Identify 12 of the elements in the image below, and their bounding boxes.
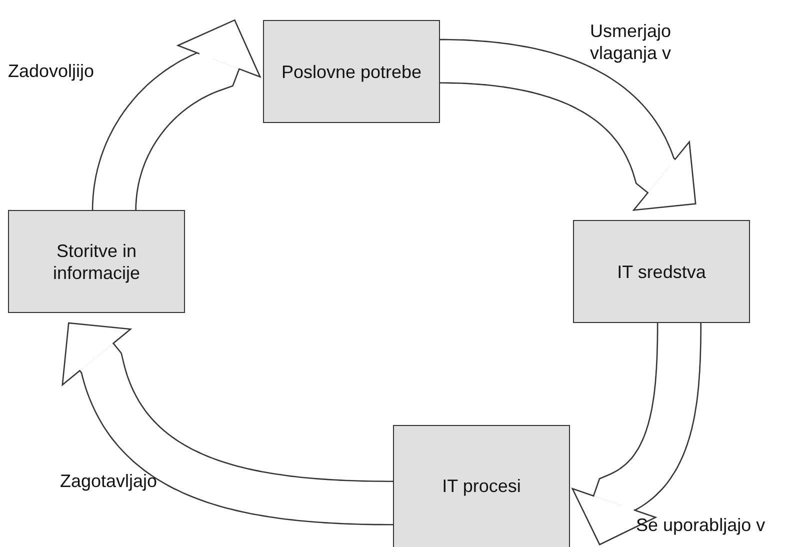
edge-label: Usmerjajo vlaganja v (590, 20, 672, 64)
process-box (8, 210, 185, 313)
box-label: Poslovne potrebe (280, 60, 423, 82)
edge-label: Zagotavljajo (60, 470, 158, 492)
process-box (573, 220, 750, 323)
box-label: IT sredstva (616, 260, 707, 282)
box-label: IT procesi (441, 475, 522, 497)
process-box (263, 20, 440, 123)
box-label: Storitve in informacije (52, 240, 142, 284)
edge-label: Se uporabljajo v (636, 514, 766, 536)
edge-label: Zadovoljijo (8, 60, 94, 82)
process-box (393, 425, 570, 547)
